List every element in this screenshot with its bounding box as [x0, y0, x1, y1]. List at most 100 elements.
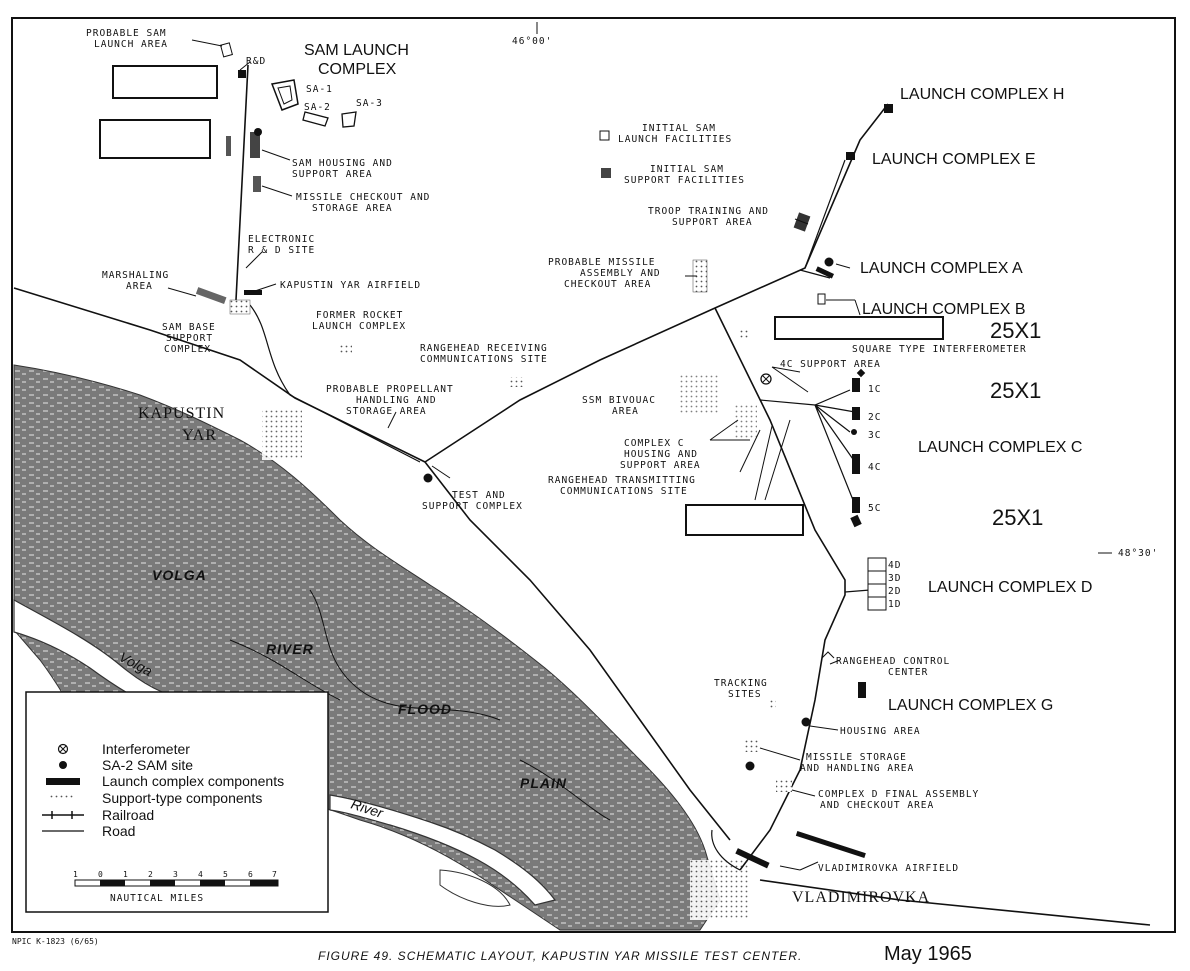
marshaling-label: MARSHALING [102, 270, 169, 281]
launch-complex-d-label: LAUNCH COMPLEX D [928, 579, 1092, 596]
sam-housing-label: SAM HOUSING AND [292, 158, 393, 169]
site-4d: 4D [888, 560, 901, 571]
leader-lines [167, 39, 861, 871]
sam-base-label-3: COMPLEX [164, 344, 211, 355]
sam-launch-complex-title-2: COMPLEX [318, 61, 397, 78]
scale-num-8: 7 [272, 870, 277, 879]
legend-support-symbol [50, 795, 74, 800]
site-3c: 3C [868, 430, 881, 441]
probable-sam-launch-label-2: LAUNCH AREA [94, 39, 168, 50]
scale-unit: NAUTICAL MILES [110, 893, 204, 904]
scale-num-7: 6 [248, 870, 253, 879]
4c-support-label: 4C SUPPORT AREA [780, 359, 881, 370]
complex-d-final-label-2: AND CHECKOUT AREA [820, 800, 934, 811]
rangehead-control-label: RANGEHEAD CONTROL [836, 656, 950, 667]
sam-launch-complex-title: SAM LAUNCH [304, 42, 409, 59]
test-support-label: TEST AND [452, 490, 506, 501]
launch-complex-c-label: LAUNCH COMPLEX C [918, 439, 1082, 456]
legend-launch: Launch complex components [102, 773, 284, 789]
complex-c-housing-label-2: HOUSING AND [624, 449, 698, 460]
housing-area-label: HOUSING AREA [840, 726, 921, 737]
river-label: RIVER [266, 641, 314, 657]
interferometer-label: SQUARE TYPE INTERFEROMETER [852, 344, 1027, 355]
missile-storage-label-2: AND HANDLING AREA [800, 763, 914, 774]
doc-id: NPIC K-1823 (6/65) [12, 937, 99, 946]
electronic-rd-label-2: R & D SITE [248, 245, 315, 256]
receiving-label-2: COMMUNICATIONS SITE [420, 354, 548, 365]
sa2-label: SA-2 [304, 102, 331, 113]
propellant-label: PROBABLE PROPELLANT [326, 384, 454, 395]
legend: Interferometer SA-2 SAM site Launch comp… [25, 691, 329, 913]
legend-interferometer: Interferometer [102, 741, 190, 757]
missile-checkout-label: MISSILE CHECKOUT AND [296, 192, 430, 203]
receiving-label: RANGEHEAD RECEIVING [420, 343, 548, 354]
sam-base-label: SAM BASE [162, 322, 216, 333]
coord-right: 48°30' [1118, 548, 1158, 559]
ssm-bivouac-label: SSM BIVOUAC [582, 395, 656, 406]
tracking-sites-label-2: SITES [728, 689, 762, 700]
marshaling-label-2: AREA [126, 281, 153, 292]
initial-support-label-2: SUPPORT FACILITIES [624, 175, 745, 186]
yar-label: YAR [182, 427, 217, 444]
complex-c-housing-label: COMPLEX C [624, 438, 684, 449]
troop-training-label-2: SUPPORT AREA [672, 217, 753, 228]
missile-assembly-label-2: ASSEMBLY AND [580, 268, 661, 279]
transmitting-label: RANGEHEAD TRANSMITTING [548, 475, 696, 486]
transmitting-label-2: COMMUNICATIONS SITE [560, 486, 688, 497]
flood-label: FLOOD [398, 701, 452, 717]
redaction-mark-2: 25X1 [990, 378, 1041, 403]
vladimirovka-airfield-label: VLADIMIROVKA AIRFIELD [818, 863, 959, 874]
scale-num-3: 2 [148, 870, 153, 879]
legend-road: Road [102, 823, 135, 839]
redaction-mark-3: 25X1 [992, 505, 1043, 530]
site-2d: 2D [888, 586, 901, 597]
ssm-bivouac-label-2: AREA [612, 406, 639, 417]
sa1-label: SA-1 [306, 84, 333, 95]
redaction-mark-1: 25X1 [990, 318, 1041, 343]
propellant-label-3: STORAGE AREA [346, 406, 427, 417]
former-rocket-label-2: LAUNCH COMPLEX [312, 321, 406, 332]
test-support-label-2: SUPPORT COMPLEX [422, 501, 523, 512]
scale-num-6: 5 [223, 870, 228, 879]
scale-num-0: 1 [73, 870, 78, 879]
former-rocket-label: FORMER ROCKET [316, 310, 403, 321]
launch-complex-e-label: LAUNCH COMPLEX E [872, 151, 1036, 168]
roads [249, 159, 871, 871]
initial-launch-label: INITIAL SAM [642, 123, 716, 134]
scale-num-5: 4 [198, 870, 203, 879]
complex-d-final-label: COMPLEX D FINAL ASSEMBLY [818, 789, 979, 800]
site-3d: 3D [888, 573, 901, 584]
launch-complex-a-label: LAUNCH COMPLEX A [860, 260, 1023, 277]
scale-num-2: 1 [123, 870, 128, 879]
sam-base-label-2: SUPPORT [166, 333, 213, 344]
site-1d: 1D [888, 599, 901, 610]
missile-assembly-label-3: CHECKOUT AREA [564, 279, 651, 290]
initial-support-label: INITIAL SAM [650, 164, 724, 175]
initial-launch-label-2: LAUNCH FACILITIES [618, 134, 732, 145]
rd-label: R&D [246, 56, 266, 67]
vladimirovka-label: VLADIMIROVKA [792, 889, 930, 906]
legend-launch-symbol [46, 778, 80, 785]
facility-marks [195, 42, 893, 869]
tracking-sites-label: TRACKING [714, 678, 768, 689]
figure-caption: FIGURE 49. SCHEMATIC LAYOUT, KAPUSTIN YA… [318, 949, 802, 963]
missile-assembly-label: PROBABLE MISSILE [548, 257, 656, 268]
akhtuba-river [329, 794, 557, 906]
site-1c: 1C [868, 384, 881, 395]
coord-top: 46°00' [512, 36, 552, 47]
kapustin-yar-town [262, 410, 302, 460]
site-4c: 4C [868, 462, 881, 473]
missile-checkout-label-2: STORAGE AREA [312, 203, 393, 214]
site-5c: 5C [868, 503, 881, 514]
legend-sa2: SA-2 SAM site [102, 757, 193, 773]
legend-railroad-symbol [42, 811, 84, 819]
scale-num-1: 0 [98, 870, 103, 879]
redaction-boxes [99, 65, 944, 536]
missile-storage-label: MISSILE STORAGE [806, 752, 907, 763]
rangehead-control-label-2: CENTER [888, 667, 928, 678]
sa3-label: SA-3 [356, 98, 383, 109]
caption-date: May 1965 [884, 943, 972, 965]
legend-support: Support-type components [102, 790, 262, 806]
kapustin-airfield-label: KAPUSTIN YAR AIRFIELD [280, 280, 421, 291]
